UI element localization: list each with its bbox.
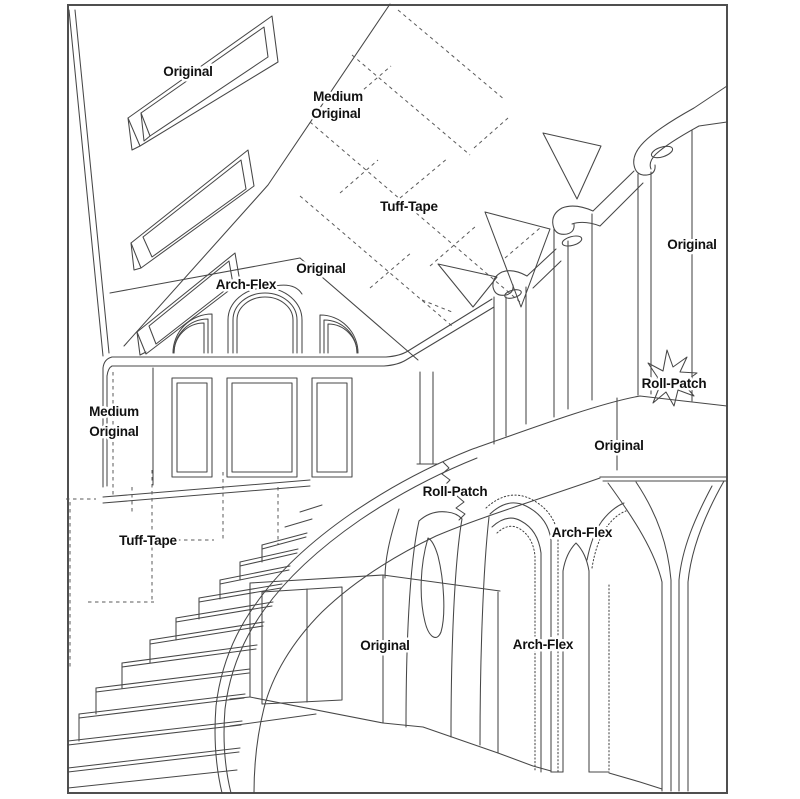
arch-flex-leader-line xyxy=(269,284,303,295)
label-right-roll-patch: Roll-Patch xyxy=(642,376,707,391)
ceiling-valley-triangle xyxy=(437,263,498,308)
ceiling-valley-triangle xyxy=(484,211,551,308)
balcony-fascia xyxy=(469,395,728,482)
label-lower-wall-tuff-tape: Tuff-Tape xyxy=(119,533,177,548)
label-balcony-original: Original xyxy=(594,438,643,453)
label-upper-arch-flex: Arch-Flex xyxy=(552,525,613,540)
left-wall-edges xyxy=(68,3,419,361)
label-understair-original: Original xyxy=(360,638,409,653)
label-gable-original: Original xyxy=(296,261,345,276)
roll-patch-break-squiggle xyxy=(455,495,466,521)
ceiling-valley-triangle xyxy=(542,132,602,200)
railing-cascade xyxy=(437,85,728,445)
ceiling-seams xyxy=(299,9,541,327)
mesh-tape-stitch-line xyxy=(591,510,627,569)
staircase-steps xyxy=(67,504,323,789)
label-ceiling-tuff-tape: Tuff-Tape xyxy=(380,199,438,214)
label-window-arch-flex: Arch-Flex xyxy=(216,277,277,292)
arched-windows xyxy=(172,284,359,354)
product-labels: Original Medium Original Tuff-Tape Origi… xyxy=(87,62,720,656)
label-left-wall-medium-line1: Medium xyxy=(89,404,139,419)
mesh-tape-stitch-line xyxy=(496,525,536,773)
panel-wall xyxy=(229,574,501,754)
lower-windows xyxy=(102,377,353,504)
roll-patch-break-squiggle xyxy=(441,461,451,487)
label-left-wall-medium-line2: Original xyxy=(89,424,138,439)
label-right-wall-original: Original xyxy=(667,237,716,252)
understair-ribs xyxy=(384,508,490,746)
drawing-border xyxy=(67,4,728,794)
label-ceiling-medium-line2: Original xyxy=(311,106,360,121)
bullnose-cap-oval xyxy=(504,289,522,299)
skylights xyxy=(127,15,279,356)
gothic-arches xyxy=(485,480,725,792)
label-stringer-roll-patch: Roll-Patch xyxy=(423,484,488,499)
label-ceiling-medium-line1: Medium xyxy=(313,89,363,104)
bullnose-cap-oval xyxy=(650,145,674,159)
stair-railing-sweep xyxy=(214,371,601,794)
lower-wall-seams xyxy=(66,372,279,668)
wall-band xyxy=(102,298,495,488)
label-skylight-original: Original xyxy=(163,64,212,79)
mesh-tape-stitch-line xyxy=(485,494,559,773)
label-lower-arch-flex: Arch-Flex xyxy=(513,637,574,652)
burst-shape xyxy=(642,349,698,407)
bullnose-cap-oval xyxy=(561,235,583,247)
